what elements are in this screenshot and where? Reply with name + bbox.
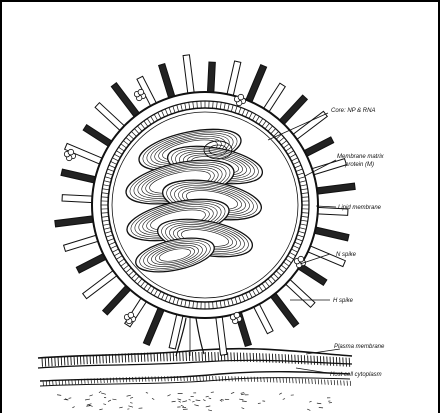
spike xyxy=(61,169,98,183)
spike xyxy=(312,226,349,240)
label-matrix-line2: protein (M) xyxy=(344,162,374,168)
spike xyxy=(226,61,240,98)
label-lipid: Lipid membrane xyxy=(338,205,382,211)
plasma-membrane xyxy=(38,349,352,386)
label-plasma: Plasma membrane xyxy=(334,344,385,350)
spike xyxy=(64,234,101,251)
spike xyxy=(314,183,355,194)
spike xyxy=(183,55,194,96)
spike xyxy=(169,312,183,349)
spike xyxy=(207,62,215,95)
label-cytoplasm: Host cell cytoplasm xyxy=(330,372,382,378)
spike xyxy=(159,64,176,101)
label-n-spike: N spike xyxy=(336,252,357,258)
spike xyxy=(245,65,267,105)
label-matrix-line1: Membrane matrix xyxy=(337,154,385,160)
label-core: Core: NP & RNA xyxy=(331,108,375,114)
spike xyxy=(143,305,165,345)
spike xyxy=(55,215,96,226)
label-h-spike: H spike xyxy=(333,298,354,304)
spike xyxy=(309,159,346,176)
host-cytoplasm-texture xyxy=(57,391,332,411)
spike xyxy=(62,195,95,203)
